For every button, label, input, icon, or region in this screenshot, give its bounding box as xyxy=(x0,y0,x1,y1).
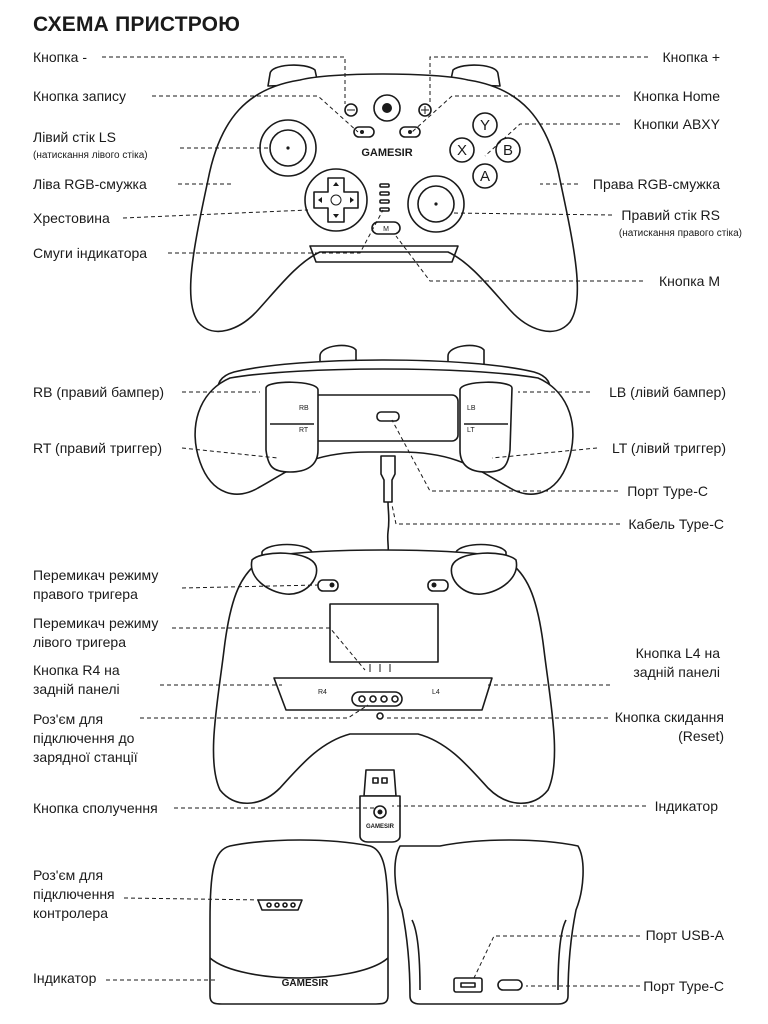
label-controller-connector-3: контролера xyxy=(33,905,109,921)
label-r4-button-2: задній панелі xyxy=(33,681,120,697)
label-indicator-bars: Смуги індикатора xyxy=(33,245,148,261)
label-controller-connector-2: підключення xyxy=(33,886,115,902)
dock-front-leader-lines xyxy=(106,897,265,981)
top-leader-lines xyxy=(181,391,620,525)
label-right-trigger-switch-2: правого тригера xyxy=(33,586,138,602)
lt-mark: LT xyxy=(467,427,475,434)
label-minus-button: Кнопка - xyxy=(33,49,88,65)
label-usba-port: Порт USB-A xyxy=(645,927,724,943)
usb-dongle: GAMESIR xyxy=(359,769,401,843)
controller-front-view: M GAMESIR Y X B A xyxy=(189,64,579,333)
label-right-trigger-switch-1: Перемикач режиму xyxy=(33,567,159,583)
label-left-rgb: Ліва RGB-смужка xyxy=(33,176,147,192)
label-right-rgb: Права RGB-смужка xyxy=(592,176,720,192)
face-y-mark: Y xyxy=(480,117,490,134)
brand-dongle: GAMESIR xyxy=(366,824,395,830)
label-m-button: Кнопка M xyxy=(658,273,720,289)
label-abxy-buttons: Кнопки ABXY xyxy=(633,116,720,132)
label-typec-port: Порт Type-C xyxy=(627,483,708,499)
label-dock-connector-2: підключення до xyxy=(33,730,135,746)
label-dpad: Хрестовина xyxy=(33,210,110,226)
front-leader-lines xyxy=(102,56,648,282)
label-controller-connector-1: Роз'єм для xyxy=(33,867,104,883)
rt-mark: RT xyxy=(299,427,309,434)
face-x-mark: X xyxy=(457,142,467,159)
label-lb: LB (лівий бампер) xyxy=(609,384,726,400)
label-reset-button-1: Кнопка скидання xyxy=(614,709,724,725)
label-left-trigger-switch-1: Перемикач режиму xyxy=(33,615,159,631)
r4-mark: R4 xyxy=(318,689,327,696)
l4-mark: L4 xyxy=(432,689,440,696)
controller-back-view: R4 L4 xyxy=(212,543,556,804)
label-pair-button: Кнопка сполучення xyxy=(33,800,158,816)
label-dongle-indicator: Індикатор xyxy=(654,798,718,814)
label-left-stick-press: (натискання лівого стіка) xyxy=(33,150,148,161)
label-station-typec-port: Порт Type-C xyxy=(643,978,724,994)
label-rb: RB (правий бампер) xyxy=(33,384,165,400)
charging-station-front: GAMESIR xyxy=(209,839,389,1005)
lb-mark: LB xyxy=(467,405,476,412)
back-leader-lines xyxy=(140,584,610,719)
label-reset-button-2: (Reset) xyxy=(678,728,724,744)
page-title: СХЕМА ПРИСТРОЮ xyxy=(33,13,241,36)
label-typec-cable: Кабель Type-C xyxy=(628,516,724,532)
label-left-trigger-switch-2: лівого тригера xyxy=(33,634,126,650)
label-lt: LT (лівий триггер) xyxy=(611,440,726,456)
charging-station-back xyxy=(394,839,584,1005)
m-button-mark: M xyxy=(383,226,389,233)
dock-back-leader-lines xyxy=(473,935,640,987)
face-a-mark: A xyxy=(480,168,490,185)
label-record-button: Кнопка запису xyxy=(33,88,126,104)
dongle-leader-lines xyxy=(174,805,646,809)
face-b-mark: B xyxy=(503,142,513,159)
label-plus-button: Кнопка + xyxy=(662,49,720,65)
label-right-stick-press: (натискання правого стіка) xyxy=(618,228,742,239)
label-rt: RT (правий триггер) xyxy=(33,440,162,456)
label-right-stick: Правий стік RS xyxy=(621,207,720,223)
controller-top-view: RB RT LB LT xyxy=(194,344,574,553)
label-left-stick: Лівий стік LS xyxy=(33,129,116,145)
label-station-indicator: Індикатор xyxy=(33,970,97,986)
label-l4-button-1: Кнопка L4 на xyxy=(635,645,720,661)
label-dock-connector-3: зарядної станції xyxy=(33,749,138,765)
label-l4-button-2: задній панелі xyxy=(633,664,720,680)
label-r4-button-1: Кнопка R4 на xyxy=(33,662,120,678)
brand-front: GAMESIR xyxy=(361,147,412,159)
label-dock-connector-1: Роз'єм для xyxy=(33,711,104,727)
rb-mark: RB xyxy=(299,405,309,412)
brand-station: GAMESIR xyxy=(282,978,329,989)
label-home-button: Кнопка Home xyxy=(633,88,720,104)
